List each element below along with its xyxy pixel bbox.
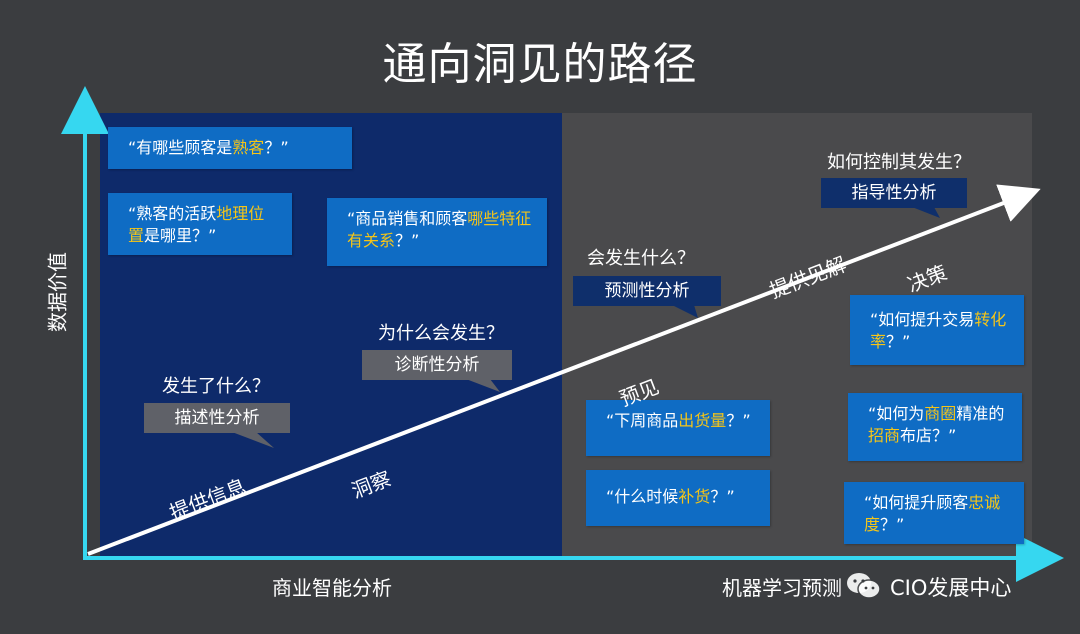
question-box-customer-loyalty: “如何提升顾客忠诚度？” bbox=[844, 482, 1024, 544]
question-box-merchant-recruitment: “如何为商圈精准的招商布店？” bbox=[848, 393, 1022, 461]
prescriptive-question: 如何控制其发生？ bbox=[827, 152, 971, 173]
predictive-bubble-tail bbox=[672, 305, 698, 318]
descriptive-analytics-label: 描述性分析 bbox=[144, 403, 290, 433]
x-axis-left-label: 商业智能分析 bbox=[272, 576, 392, 600]
y-axis-label: 数据价值 bbox=[45, 252, 70, 332]
page-title: 通向洞见的路径 bbox=[382, 39, 698, 90]
prescriptive-bubble-tail bbox=[912, 207, 940, 218]
question-box-conversion-rate: “如何提升交易转化率？” bbox=[850, 295, 1024, 365]
diagnostic-bubble-tail bbox=[466, 379, 500, 392]
watermark-text: CIO发展中心 bbox=[890, 576, 1012, 600]
bi-panel bbox=[100, 113, 562, 556]
insight-path-arrow bbox=[87, 184, 1041, 556]
predictive-analytics-label: 预测性分析 bbox=[573, 276, 721, 306]
question-box-next-week-shipments: “下周商品出货量？” bbox=[586, 400, 770, 456]
x-axis-right-label: 机器学习预测 bbox=[722, 576, 842, 600]
question-box-customer-location: “熟客的活跃地理位置是哪里？” bbox=[108, 193, 292, 255]
descriptive-bubble-tail bbox=[232, 432, 274, 448]
prescriptive-analytics-label: 指导性分析 bbox=[821, 178, 967, 208]
diagnostic-analytics-label: 诊断性分析 bbox=[362, 350, 512, 380]
question-box-sales-features: “商品销售和顾客哪些特征有关系？” bbox=[327, 198, 547, 266]
question-box-restock-time: “什么时候补货？” bbox=[586, 470, 770, 526]
predictive-question: 会发生什么？ bbox=[587, 248, 695, 269]
wechat-icon bbox=[847, 573, 881, 599]
question-box-regular-customers: “有哪些顾客是熟客？” bbox=[108, 127, 352, 169]
descriptive-question: 发生了什么？ bbox=[162, 376, 270, 397]
diagnostic-question: 为什么会发生？ bbox=[378, 323, 504, 344]
